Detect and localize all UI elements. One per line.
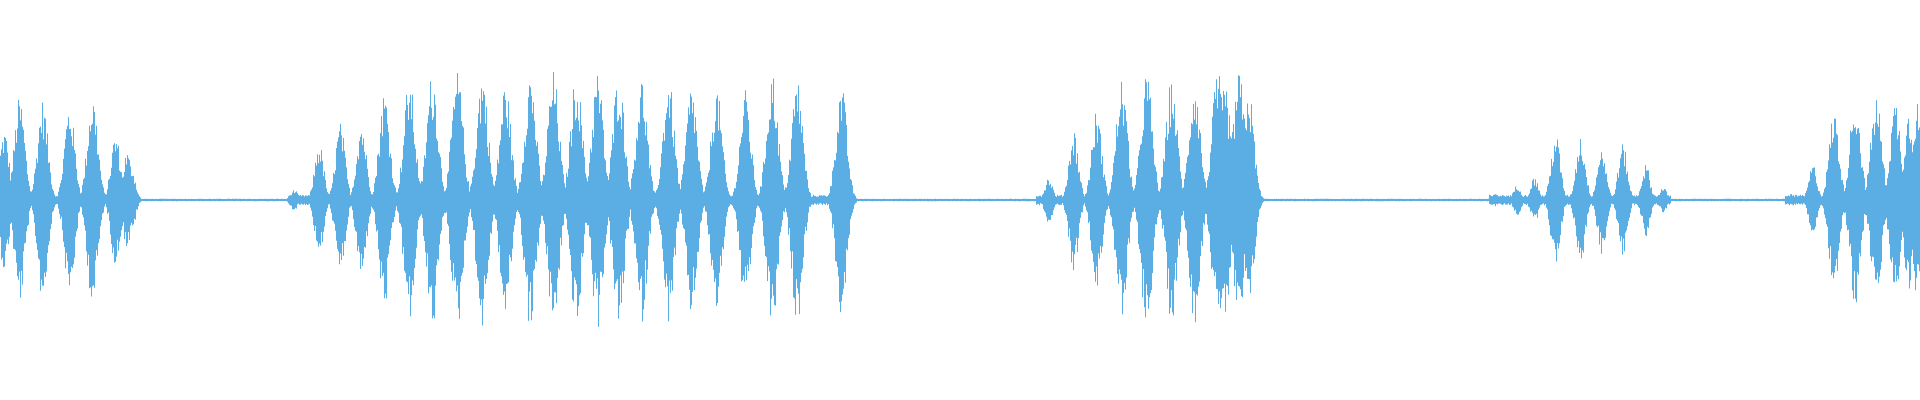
waveform-samples — [0, 71, 1920, 327]
